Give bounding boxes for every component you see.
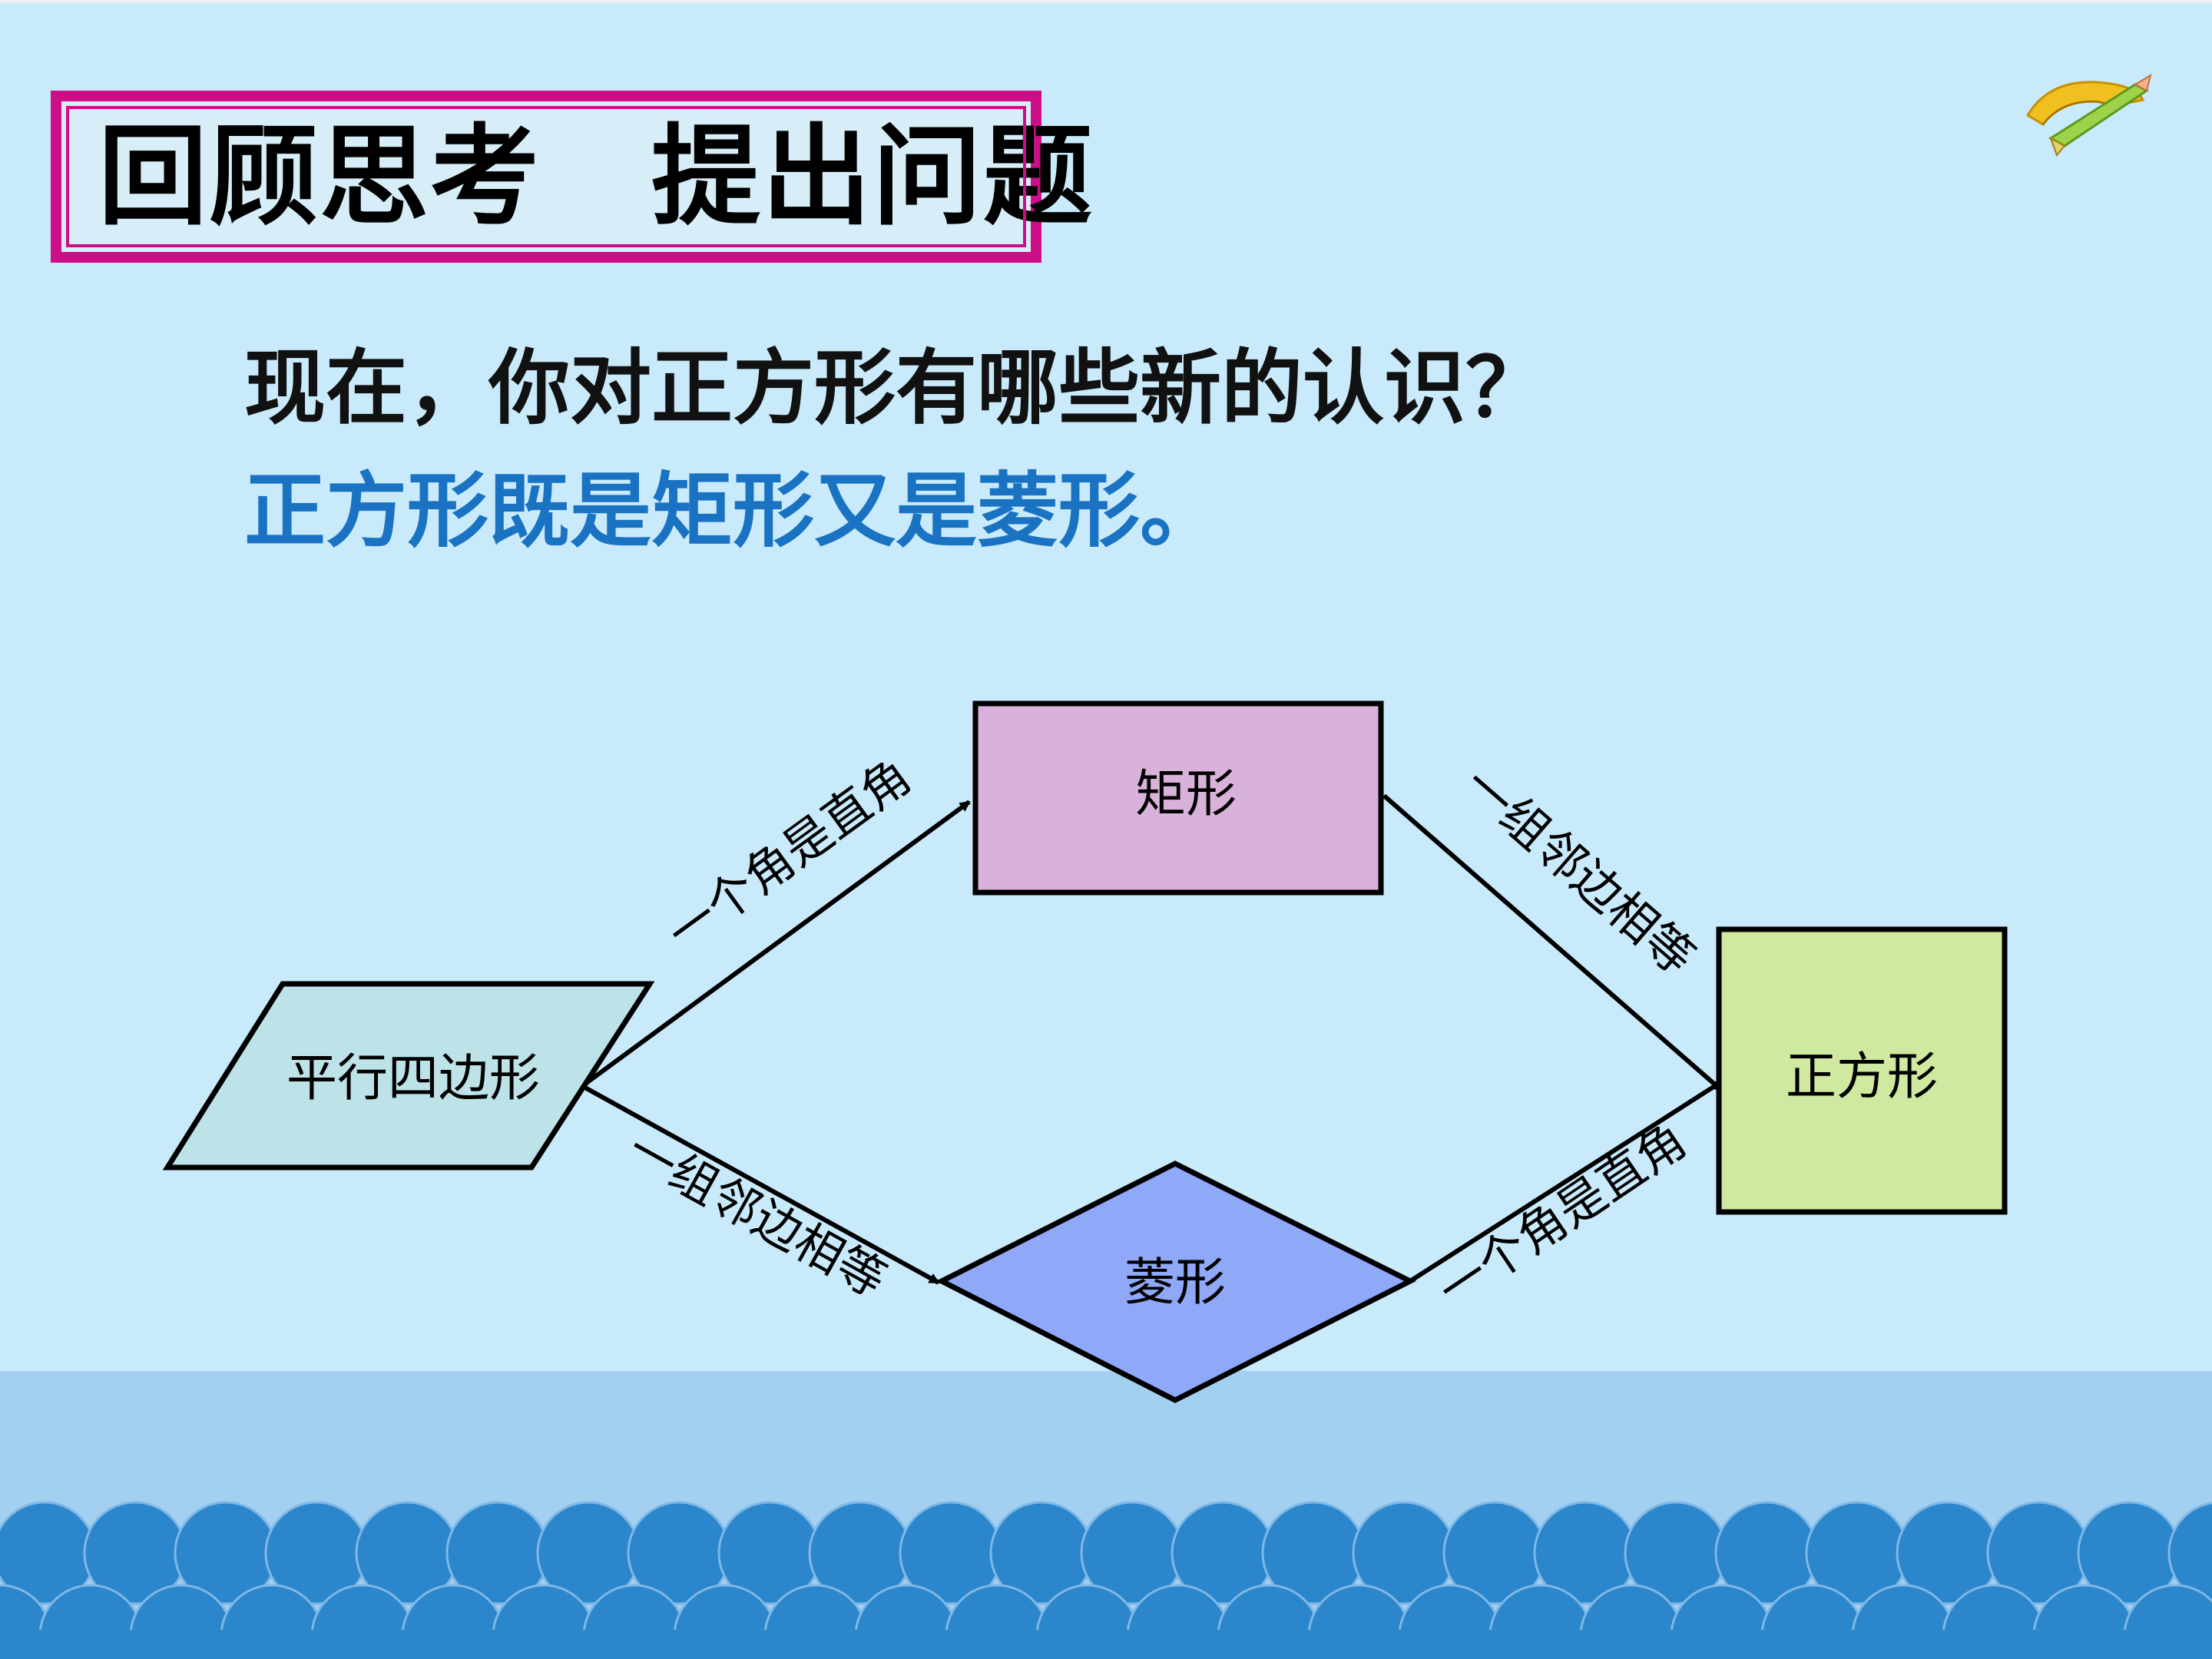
edge-parallelogram-rhombus <box>581 1084 940 1285</box>
rhombus-node <box>935 1161 1416 1403</box>
parallelogram-label: 平行四边形 <box>286 1048 540 1108</box>
edge-parallelogram-rectangle <box>581 800 971 1088</box>
answer-text: 正方形既是矩形又是菱形。 <box>244 462 1221 558</box>
wave-base <box>0 1630 2212 1659</box>
edge-rhombus-square <box>1409 1079 1724 1283</box>
edge-label-parallelogram-rhombus: 一组邻边相等 <box>618 1121 896 1308</box>
edge-rectangle-square <box>1382 793 1724 1093</box>
rectangle-label: 矩形 <box>1135 764 1237 823</box>
edge-label-rectangle-square: 一组邻边相等 <box>1453 756 1706 985</box>
wave-scallop <box>2167 1502 2212 1604</box>
top-divider <box>0 0 2212 3</box>
rectangle-node <box>972 700 1384 896</box>
rhombus-label: 菱形 <box>1124 1253 1226 1312</box>
wave-decoration <box>0 1371 2212 1659</box>
square-node <box>1716 926 2008 1215</box>
parallelogram-node <box>162 981 655 1171</box>
question-text: 现在，你对正方形有哪些新的认识？ <box>244 339 1547 435</box>
protractor-pencil-icon <box>2025 73 2152 157</box>
edge-label-rhombus-square: 一个角是直角 <box>1428 1112 1696 1319</box>
edge-label-parallelogram-rectangle: 一个角是直角 <box>657 748 921 962</box>
square-label: 正方形 <box>1786 1047 1938 1106</box>
title-box: 回顾思考 提出问题 <box>51 91 1092 263</box>
